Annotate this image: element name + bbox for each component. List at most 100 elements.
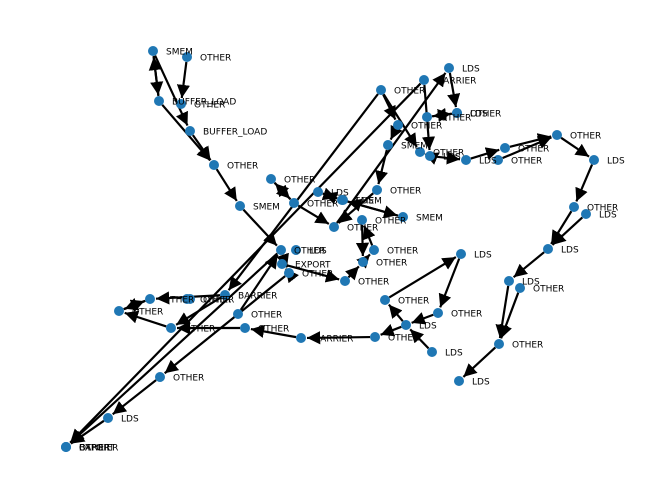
node-label-n36: LDS — [474, 251, 492, 261]
labels-layer: SMEMOTHERBUFFER_LOADOTHERBUFFER_LOADOTHE… — [79, 48, 625, 454]
node-label-n31: OTHER — [440, 114, 471, 124]
graph-node-n37 — [380, 295, 390, 305]
edge-n6-n7 — [215, 168, 238, 202]
node-label-n30: OTHER — [470, 110, 501, 120]
graph-node-n36 — [456, 249, 466, 259]
graph-node-n9 — [313, 187, 323, 197]
graph-node-n7 — [235, 201, 245, 211]
node-label-n50: OTHER — [512, 341, 543, 351]
graph-node-n62 — [185, 294, 195, 304]
graph-node-n51 — [504, 276, 514, 286]
graph-node-n54 — [569, 202, 579, 212]
node-label-n57: OTHER — [173, 374, 204, 384]
graph-node-n29 — [425, 151, 435, 161]
edges-layer — [69, 55, 594, 445]
node-label-n6: OTHER — [227, 162, 258, 172]
edge-n56-n54 — [575, 164, 594, 202]
edge-n7-n12 — [242, 208, 278, 247]
graph-node-n13 — [284, 268, 294, 278]
graph-node-n33 — [493, 155, 503, 165]
edge-n15-n59 — [69, 82, 422, 444]
graph-node-n55 — [581, 209, 591, 219]
node-label-n45: BARRIER — [238, 292, 277, 302]
graph-node-n42 — [296, 333, 306, 343]
node-label-n29: LDS — [443, 153, 461, 163]
node-label-n8: OTHER — [284, 176, 315, 186]
node-label-n10: OTHER — [307, 200, 338, 210]
edge-n22-n23 — [363, 225, 376, 246]
node-label-n28: OTHER — [433, 149, 464, 159]
node-label-n42: BARRIER — [314, 335, 353, 345]
node-label-n32: LDS — [479, 157, 497, 167]
node-label-n11: EXPORT — [295, 261, 331, 271]
node-label-n49: LDS — [472, 378, 490, 388]
edge-n11-n19 — [286, 264, 340, 283]
graph-node-n35 — [552, 130, 562, 140]
edge-n30-n31 — [432, 107, 453, 122]
edge-n37-n36 — [388, 256, 457, 299]
edge-n33-n35 — [502, 136, 552, 160]
graph-node-n58 — [103, 413, 113, 423]
edge-n29-n32 — [434, 151, 461, 165]
node-label-n41: OTHER — [388, 334, 419, 344]
node-label-n64: LDS — [470, 110, 488, 120]
graph-node-n6 — [209, 160, 219, 170]
graph-node-n45 — [220, 290, 230, 300]
edge-n35-n56 — [560, 136, 590, 158]
graph-node-n15 — [419, 75, 429, 85]
edge-n38-n41 — [380, 323, 402, 337]
edge-n26-n25 — [375, 149, 388, 185]
node-label-n18: LDS — [462, 65, 480, 75]
node-label-n2: OTHER — [200, 54, 231, 64]
edge-n45-n46 — [175, 296, 222, 326]
node-label-n15: BARRIER — [437, 77, 476, 87]
node-label-n33: OTHER — [511, 157, 542, 167]
node-label-n27: OTHER — [411, 122, 442, 132]
graph-node-n34 — [500, 143, 510, 153]
graph-node-n53 — [543, 244, 553, 254]
graph-node-n65 — [338, 195, 348, 205]
edge-n57-n58 — [112, 379, 157, 416]
edge-n5-n6 — [191, 134, 212, 161]
graph-node-n26 — [383, 140, 393, 150]
edge-n23-n20 — [355, 224, 370, 257]
graph-node-n49 — [454, 376, 464, 386]
edge-n1-n5 — [154, 55, 189, 127]
node-label-n53: LDS — [561, 246, 579, 256]
graph-node-n39 — [433, 308, 443, 318]
graph-node-n48 — [145, 294, 155, 304]
graph-node-n3 — [154, 96, 164, 106]
graph-node-n44 — [233, 309, 243, 319]
graph-node-n56 — [589, 155, 599, 165]
node-label-n48: OTHER — [163, 296, 194, 306]
edge-n27-n26 — [389, 124, 403, 141]
graph-node-n43 — [240, 323, 250, 333]
graph-node-n64 — [452, 108, 462, 118]
node-label-n20: OTHER — [376, 259, 407, 269]
graph-node-n40 — [427, 347, 437, 357]
edge-n32-n34 — [470, 147, 500, 160]
graph-node-n19 — [340, 276, 350, 286]
node-label-n1: SMEM — [166, 48, 193, 58]
edge-n3-n1 — [148, 56, 162, 97]
graph-node-n1 — [148, 46, 158, 56]
node-label-n16: SMEM — [355, 197, 382, 207]
graph-node-n24 — [398, 212, 408, 222]
node-label-n54: OTHER — [587, 204, 618, 214]
graph-node-n46 — [166, 323, 176, 333]
node-label-n12: OTHER — [294, 247, 325, 257]
node-label-n37: OTHER — [398, 297, 429, 307]
graph-node-n41 — [370, 332, 380, 342]
node-label-n58: LDS — [121, 415, 139, 425]
graph-node-n32 — [461, 155, 471, 165]
graph-node-n50 — [494, 339, 504, 349]
node-label-n23: OTHER — [375, 217, 406, 227]
graph-node-n18 — [444, 63, 454, 73]
graph-node-n14 — [291, 245, 301, 255]
node-label-n19: OTHER — [358, 278, 389, 288]
graph-node-n4 — [176, 99, 186, 109]
edge-n10-n17 — [297, 204, 330, 225]
graph-node-n52 — [515, 283, 525, 293]
graph-node-n20 — [358, 257, 368, 267]
